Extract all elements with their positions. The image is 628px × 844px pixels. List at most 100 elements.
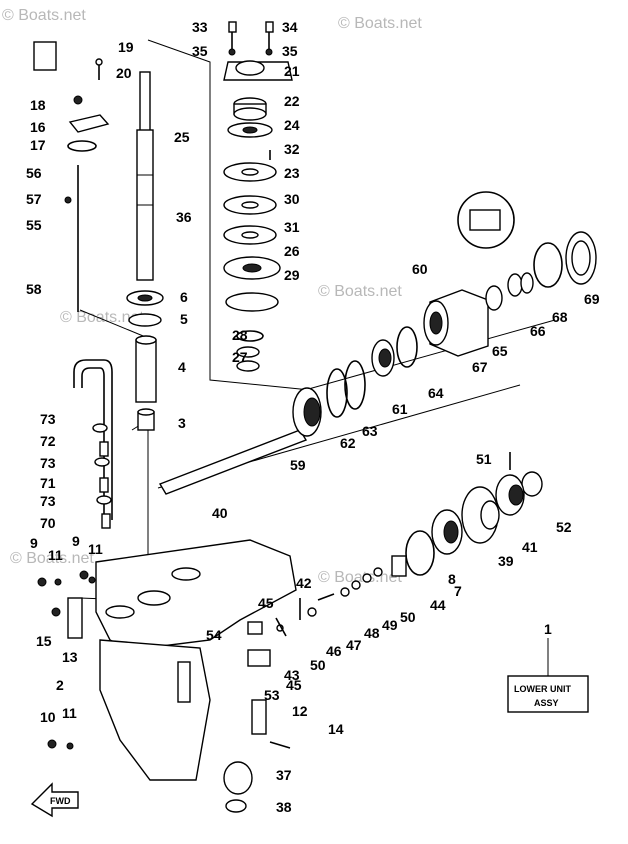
drive-shaft-parts <box>126 71 164 431</box>
callout-number: 61 <box>392 401 408 417</box>
callout-number: 20 <box>116 65 132 81</box>
gearcase-housing <box>37 539 297 813</box>
clutch-gear-parts <box>247 452 543 667</box>
callout-number: 70 <box>40 515 56 531</box>
callout-number: 40 <box>212 505 228 521</box>
callout-number: 45 <box>286 677 302 693</box>
fwd-label: FWD <box>50 796 71 806</box>
callout-number: 59 <box>290 457 306 473</box>
callout-number: 38 <box>276 799 292 815</box>
callout-number: 8 <box>448 571 456 587</box>
callout-number: 66 <box>530 323 546 339</box>
callout-number: 34 <box>282 19 298 35</box>
callout-number: 15 <box>36 633 52 649</box>
callout-number: 43 <box>284 667 300 683</box>
water-pump-parts <box>223 21 293 372</box>
callout-number: 51 <box>476 451 492 467</box>
watermark: © Boats.net <box>338 15 422 32</box>
callout-number: 12 <box>292 703 308 719</box>
callout-number: 69 <box>584 291 600 307</box>
callout-number: 10 <box>40 709 56 725</box>
callout-number: 9 <box>72 533 80 549</box>
callout-number: 11 <box>88 541 103 557</box>
callout-number: 36 <box>176 209 192 225</box>
callout-number: 29 <box>284 267 300 283</box>
callout-number: 27 <box>232 349 248 365</box>
callout-number: 4 <box>178 359 186 375</box>
watermark: © Boats.net <box>60 309 144 326</box>
callout-number: 72 <box>40 433 56 449</box>
callout-number: 14 <box>328 721 344 737</box>
callout-number: 65 <box>492 343 508 359</box>
callout-number: 28 <box>232 327 248 343</box>
fwd-arrow: FWD <box>30 782 79 818</box>
callout-number: 52 <box>556 519 572 535</box>
callout-number: 19 <box>118 39 134 55</box>
lower-unit-assembly-box: LOWER UNIT ASSY 1 <box>507 621 589 713</box>
callout-number: 32 <box>284 141 300 157</box>
group-outline-lines <box>79 39 556 601</box>
callout-number: 2 <box>56 677 64 693</box>
callout-number: 17 <box>30 137 46 153</box>
callout-number: 26 <box>284 243 300 259</box>
callout-number: 18 <box>30 97 46 113</box>
callout-number: 42 <box>296 575 312 591</box>
callout-number: 35 <box>192 43 208 59</box>
callout-number: 48 <box>364 625 380 641</box>
callout-number: 35 <box>282 43 298 59</box>
callout-number: 33 <box>192 19 208 35</box>
callout-number: 23 <box>284 165 300 181</box>
callout-number: 47 <box>346 637 362 653</box>
callout-number: 41 <box>522 539 538 555</box>
propeller-shaft-parts <box>158 191 597 495</box>
callout-number: 24 <box>284 117 300 133</box>
callout-number: 46 <box>326 643 342 659</box>
callout-number: 57 <box>26 191 42 207</box>
callout-number: 7 <box>454 583 462 599</box>
callout-number: 60 <box>412 261 428 277</box>
callout-number: 11 <box>48 547 63 563</box>
callout-number: 73 <box>40 455 56 471</box>
callout-number: 21 <box>284 63 300 79</box>
callout-number: 63 <box>362 423 378 439</box>
callout-number: 73 <box>40 411 56 427</box>
water-tube-parts <box>73 359 113 529</box>
callout-number: 54 <box>206 627 222 643</box>
watermark: © Boats.net <box>10 550 94 567</box>
callout-number: 13 <box>62 649 78 665</box>
callout-number: 73 <box>40 493 56 509</box>
watermark: © Boats.net <box>318 283 402 300</box>
assembly-box-line1: LOWER UNIT <box>514 684 571 694</box>
callout-number: 30 <box>284 191 300 207</box>
callout-number: 58 <box>26 281 42 297</box>
callout-number: 39 <box>498 553 514 569</box>
callout-number: 16 <box>30 119 46 135</box>
shift-rod-parts <box>33 41 110 312</box>
callout-number: 55 <box>26 217 42 233</box>
callout-number: 22 <box>284 93 300 109</box>
callout-number: 50 <box>400 609 416 625</box>
callout-number: 62 <box>340 435 356 451</box>
callout-number: 6 <box>180 289 188 305</box>
callout-number: 5 <box>180 311 188 327</box>
callout-number: 31 <box>284 219 300 235</box>
callout-number: 53 <box>264 687 280 703</box>
callout-number: 71 <box>40 475 56 491</box>
callout-number: 37 <box>276 767 292 783</box>
callout-number: 25 <box>174 129 190 145</box>
callout-number: 68 <box>552 309 568 325</box>
callout-number: 50 <box>310 657 326 673</box>
callout-number: 44 <box>430 597 446 613</box>
callout-number: 3 <box>178 415 186 431</box>
callout-number: 45 <box>258 595 274 611</box>
callout-number: 11 <box>62 705 77 721</box>
callout-number: 64 <box>428 385 444 401</box>
watermark: © Boats.net <box>2 7 86 24</box>
callout-number: 56 <box>26 165 42 181</box>
callout-number: 9 <box>30 535 38 551</box>
assembly-ref-label: 1 <box>544 621 552 637</box>
assembly-box-line2: ASSY <box>534 698 559 708</box>
callout-number: 49 <box>382 617 398 633</box>
